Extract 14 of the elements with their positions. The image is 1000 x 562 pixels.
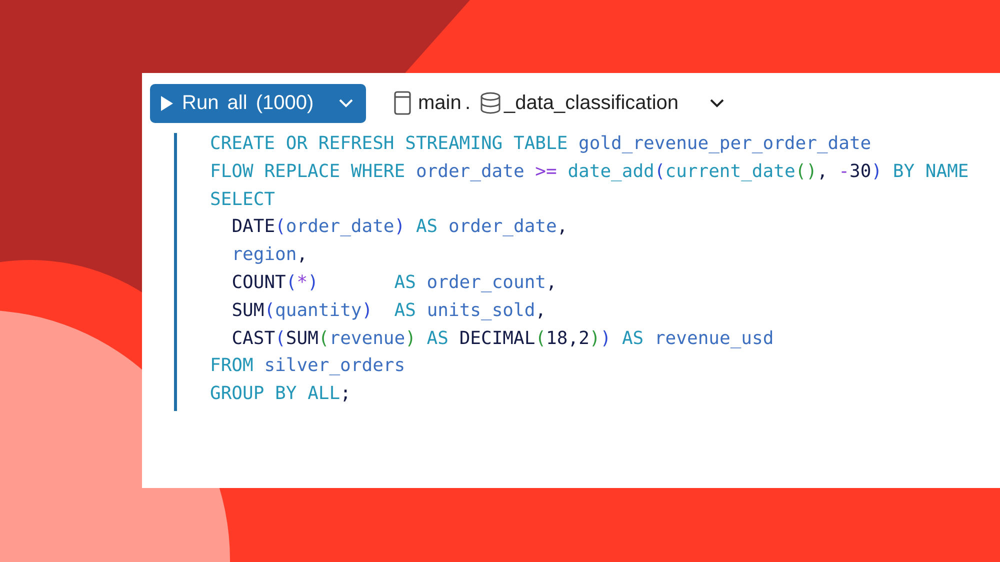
code-line: SUM(quantity) AS units_sold,: [230, 300, 546, 322]
code-line: GROUP BY ALL;: [210, 383, 351, 406]
run-all-button: Run all (1000): [150, 84, 366, 123]
catalog-name: main: [418, 92, 462, 115]
code-line: COUNT(*) AS order_count,: [230, 272, 557, 294]
schema-name: _data_classification: [504, 92, 679, 115]
code-line: CREATE OR REFRESH STREAMING TABLE gold_revenue_per_order_date: [210, 133, 872, 155]
code-line: FROM silver_orders: [210, 355, 406, 378]
code-line: region,: [230, 244, 308, 266]
code-line: FLOW REPLACE WHERE order_date >= date_add(current_date(), -30) BY NAME: [210, 160, 969, 183]
path-separator: .: [465, 92, 471, 115]
code-line: CAST(SUM(revenue) AS DECIMAL(18,2)) AS revenue_usd: [230, 328, 774, 350]
code-line: SELECT: [210, 188, 276, 211]
code-line: DATE(order_date) AS order_date,: [230, 216, 568, 238]
